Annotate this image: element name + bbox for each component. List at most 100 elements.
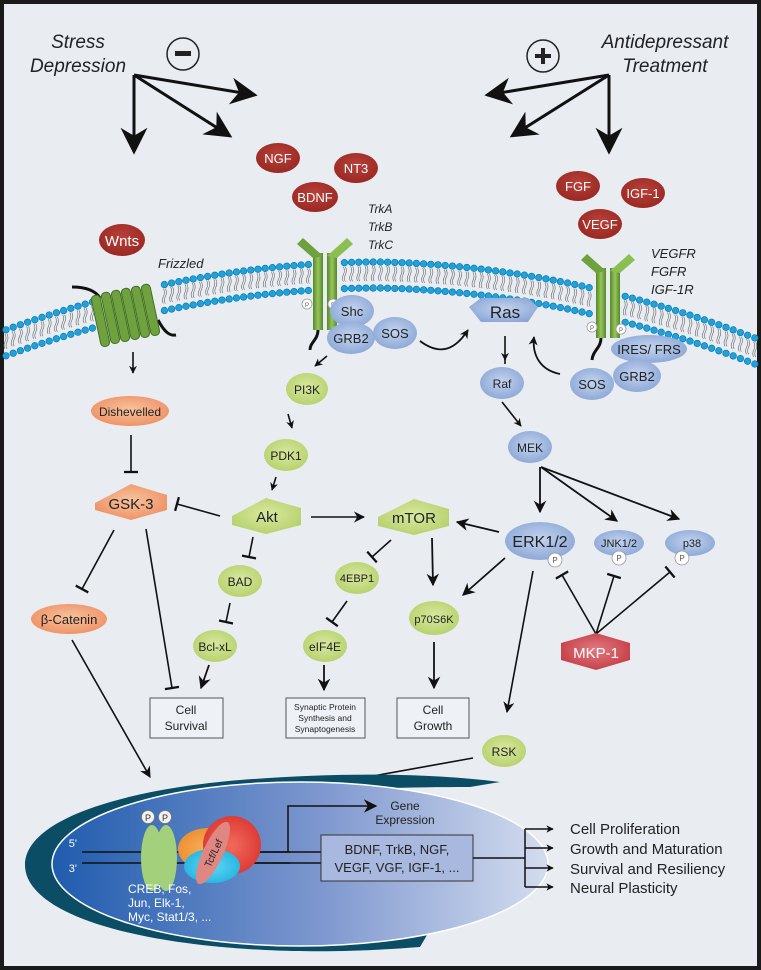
svg-text:P: P [590, 326, 594, 332]
lipid-tail [644, 305, 650, 322]
lipid-head [340, 285, 349, 293]
node-mkp1: MKP-1 [561, 633, 630, 670]
stress-depression-label: Stress Depression [30, 32, 126, 77]
lipid-tail [522, 279, 527, 295]
lipid-head [38, 339, 46, 347]
node-akt: Akt [232, 498, 301, 534]
svg-text:Synthesis and: Synthesis and [298, 713, 352, 723]
frizzled-receptor-icon [71, 283, 177, 348]
svg-text:Synaptic Protein: Synaptic Protein [294, 702, 356, 712]
node-raf: Raf [480, 367, 524, 399]
lipid-tail [745, 339, 750, 355]
lipid-head [218, 296, 226, 304]
erk-to-mtor-arrow [455, 518, 500, 533]
akt-inhibits-gsk3 [173, 496, 221, 517]
lipid-tail [637, 304, 642, 320]
lipid-head [218, 270, 226, 278]
lipid-head [348, 284, 356, 292]
lipid-tail [385, 266, 390, 282]
lipid-tail [550, 284, 556, 300]
minus-sign-icon [166, 37, 200, 71]
lipid-head [448, 288, 457, 296]
lipid-head [168, 279, 176, 287]
plus-sign-icon [526, 39, 560, 73]
lipid-head [420, 260, 428, 268]
lipid-head [427, 286, 435, 294]
frizzled-label: Frizzled [158, 256, 204, 271]
node-rsk: RSK [482, 735, 526, 767]
stress-arrow-right [133, 73, 258, 105]
title-right-line2: Treatment [622, 56, 708, 77]
svg-text:Ras: Ras [490, 303, 520, 322]
lipid-tail [709, 326, 714, 342]
lipid-tail [241, 274, 246, 291]
svg-text:ERK1/2: ERK1/2 [512, 534, 567, 551]
lipid-tail [219, 277, 225, 294]
lipid-head [67, 304, 75, 312]
svg-text:p70S6K: p70S6K [414, 614, 454, 626]
lipid-head [189, 275, 197, 283]
node-mek: MEK [508, 431, 552, 463]
svg-text:Cell: Cell [176, 703, 197, 717]
lipid-tail [586, 291, 592, 307]
lipid-tail [579, 289, 585, 306]
svg-text:PDK1: PDK1 [270, 449, 302, 463]
lipid-head [664, 304, 673, 312]
lipid-head [671, 306, 680, 315]
lipid-head [405, 259, 413, 267]
mek-to-jnk-arrow [540, 466, 619, 522]
lipid-head [268, 264, 277, 272]
lipid-head [2, 352, 10, 360]
lipid-tail [234, 275, 239, 292]
lipid-tail [435, 268, 441, 285]
svg-text:mTOR: mTOR [392, 510, 436, 527]
title-left-line1: Stress [51, 32, 105, 53]
lipid-head [506, 269, 514, 277]
lipid-tail [25, 326, 30, 342]
svg-text:SOS: SOS [578, 377, 606, 392]
lipid-tail [255, 273, 261, 289]
lipid-head [45, 311, 53, 319]
node-ires-frs: IRES/ FRS [611, 335, 687, 363]
lipid-tail [198, 281, 203, 297]
svg-text:TrkB: TrkB [368, 220, 392, 234]
lipid-tail [370, 265, 376, 282]
ligand-bdnf: BDNF [292, 182, 338, 212]
lipid-head [168, 305, 176, 313]
grb2-to-pi3k-arrow [314, 355, 328, 367]
ligand-wnts: Wnts [99, 224, 145, 256]
sos-to-ras-arrow [419, 329, 469, 351]
lipid-head [247, 266, 255, 274]
lipid-head [556, 303, 565, 312]
trk-receptor-icon: P P [297, 238, 353, 351]
svg-text:P: P [145, 813, 151, 823]
lipid-head [571, 280, 579, 289]
cell-survival-box: Cell Survival [149, 697, 224, 739]
lipid-head [297, 261, 305, 269]
lipid-head [499, 268, 507, 276]
svg-text:Cell: Cell [423, 703, 444, 717]
lipid-tail [514, 277, 520, 294]
outcome-branch-arrows [473, 825, 554, 891]
lipid-tail [543, 282, 549, 299]
transcription-factor-complex: Tcf/Lef P P [141, 810, 261, 891]
lipid-head [542, 275, 550, 283]
node-erk: ERK1/2 P [505, 522, 575, 568]
svg-text:FGFR: FGFR [651, 264, 686, 279]
lipid-head [535, 273, 543, 282]
lipid-head [693, 339, 701, 348]
antidepressant-treatment-label: Antidepressant Treatment [601, 32, 729, 77]
lipid-head [657, 302, 665, 310]
lipid-head [175, 304, 183, 312]
svg-text:P: P [679, 554, 684, 563]
lipid-head [751, 360, 759, 368]
lipid-head [304, 286, 313, 295]
ligand-fgf: FGF [556, 171, 600, 201]
mkp1-inhibits-p38 [595, 565, 676, 635]
svg-text:Myc, Stat1/3, ...: Myc, Stat1/3, ... [128, 910, 211, 924]
lipid-tail [306, 268, 311, 284]
lipid-head [225, 295, 233, 303]
gsk3-inhibits-cell-survival [145, 528, 180, 691]
svg-text:RSK: RSK [492, 745, 517, 759]
ligand-ngf: NGF [256, 143, 300, 173]
